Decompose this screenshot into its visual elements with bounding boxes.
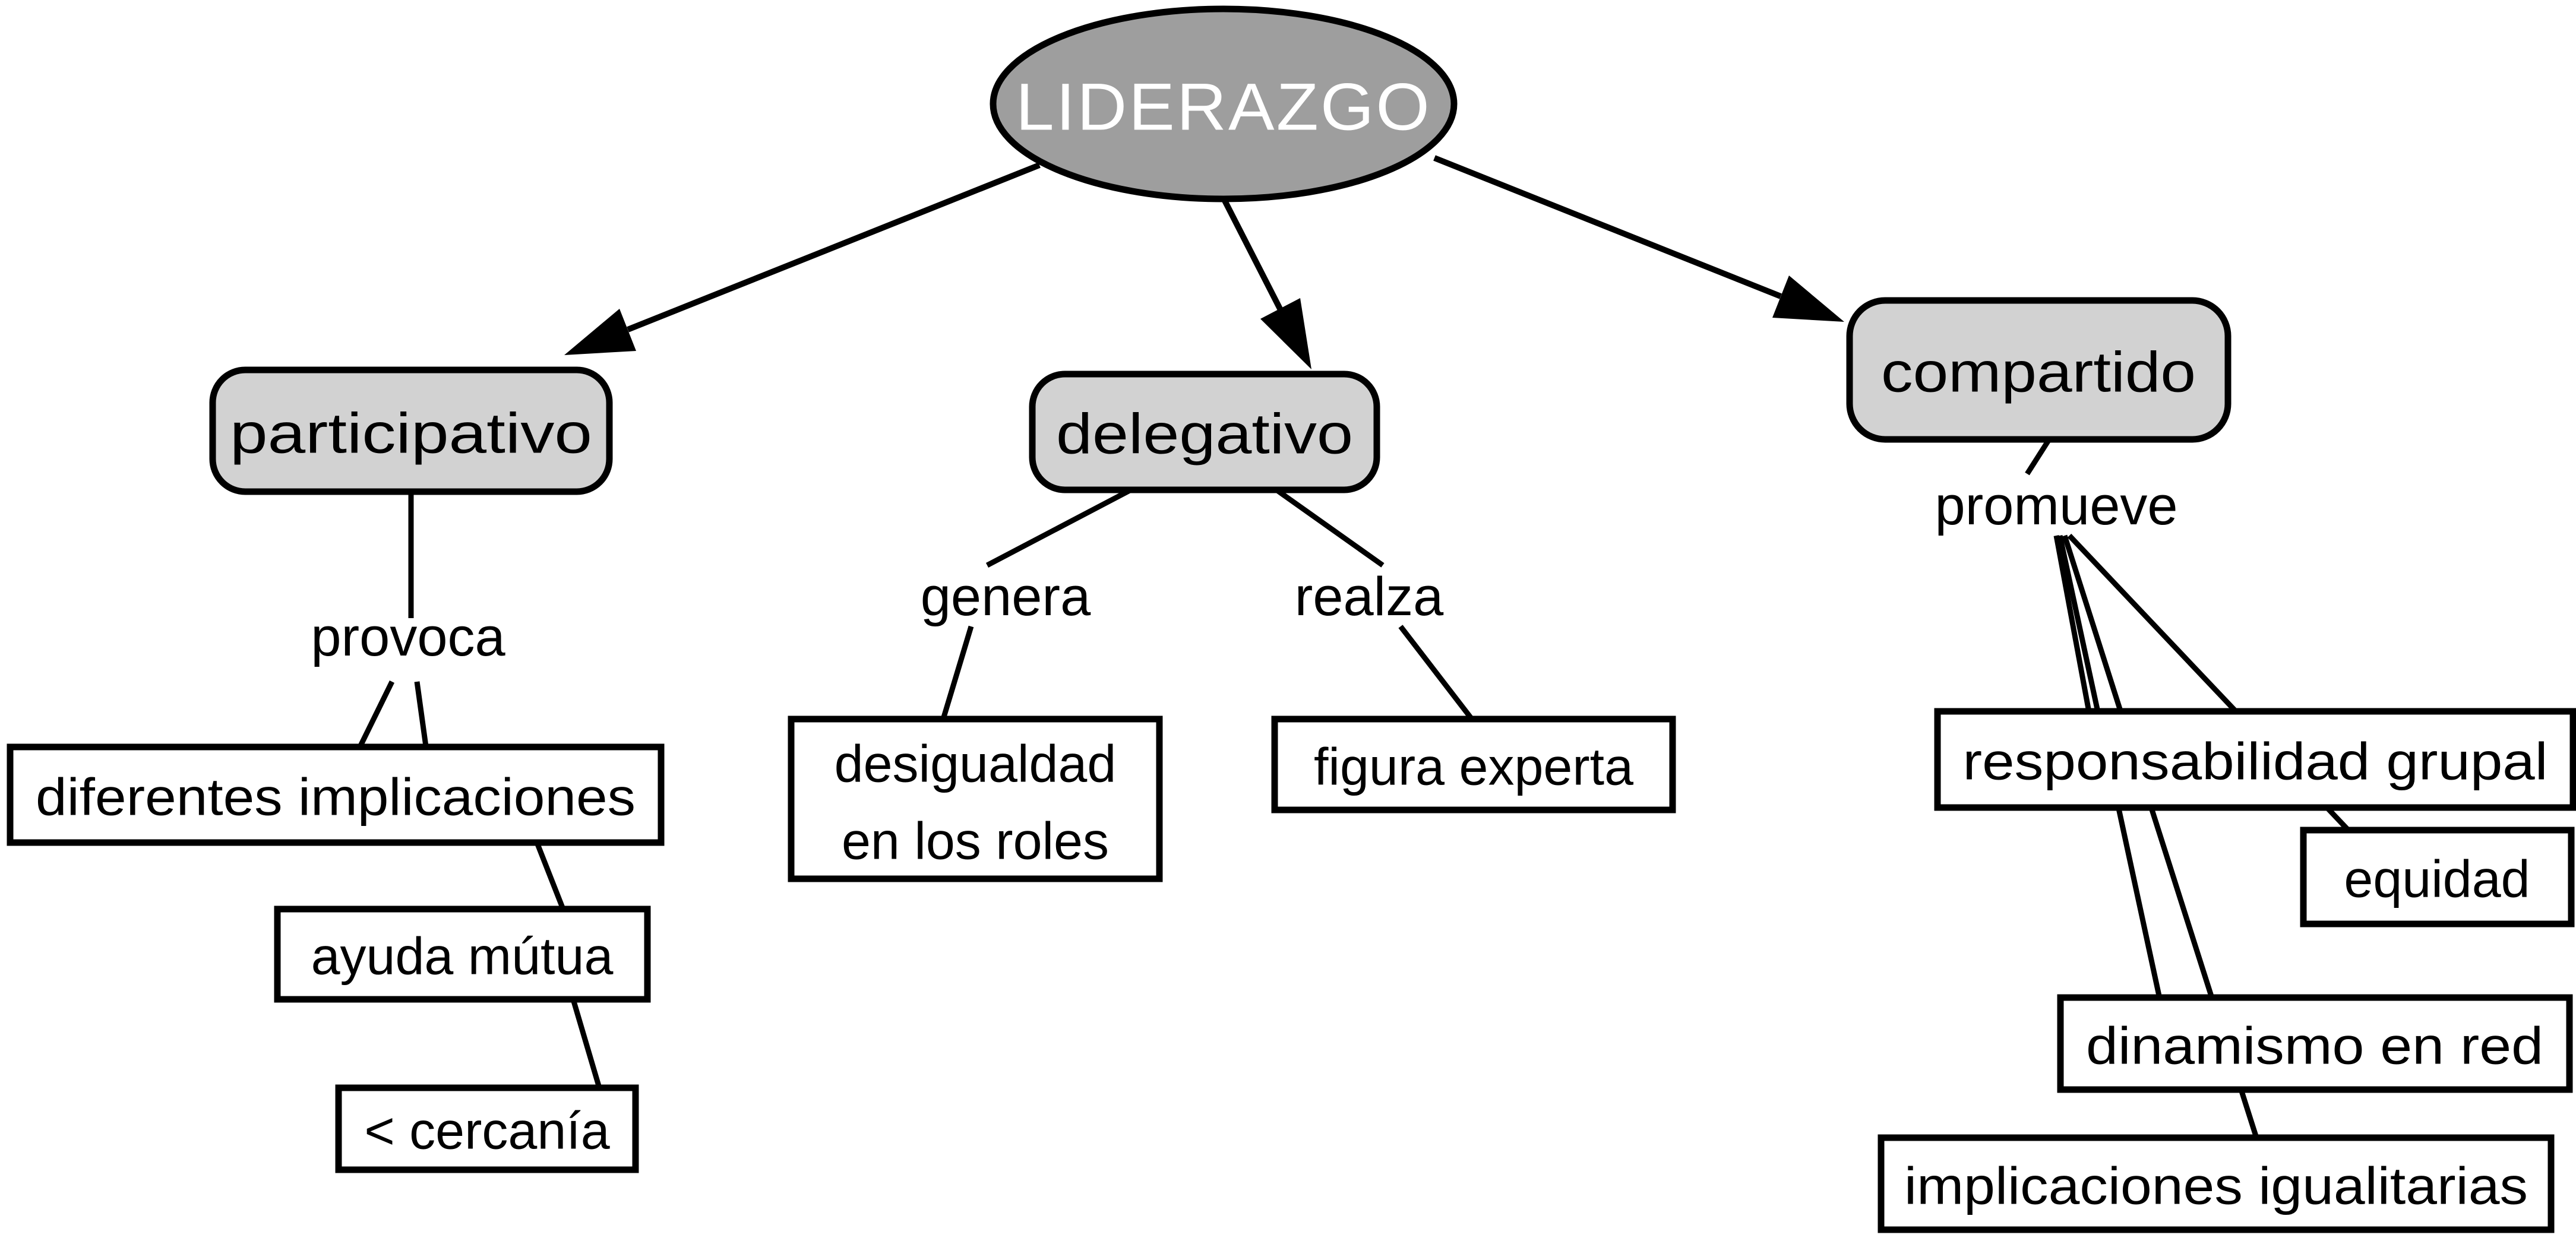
connector-genera-label: genera — [921, 566, 1091, 627]
node-implicaciones-igualitarias[interactable] — [1878, 1134, 2555, 1233]
arrow-liderazgo-participativo — [627, 162, 1041, 333]
node-figura-experta-label: figura experta — [1314, 737, 1633, 796]
node-desigualdad-roles[interactable] — [788, 716, 1163, 882]
arrow-liderazgo-delegativo — [1222, 199, 1283, 311]
arrowhead-participativo-icon — [564, 309, 636, 355]
node-delegativo[interactable] — [1029, 371, 1380, 493]
node-compartido[interactable] — [1846, 297, 2232, 443]
arrowhead-compartido-icon — [1772, 276, 1844, 322]
node-diferentes-implicaciones-label: diferentes implicaciones — [36, 768, 636, 827]
node-dinamismo-red-label: dinamismo en red — [2086, 1017, 2543, 1075]
node-cercania[interactable] — [335, 1084, 639, 1173]
node-compartido-label: compartido — [1881, 341, 2196, 404]
node-delegativo-label: delegativo — [1056, 403, 1353, 466]
edge-delegativo-realza — [1275, 487, 1385, 568]
node-desigualdad-roles-label-line2: en los roles — [842, 812, 1109, 870]
connector-promueve-label: promueve — [1935, 476, 2177, 536]
arrowhead-delegativo-icon — [1260, 298, 1311, 369]
edge-delegativo-genera — [985, 487, 1133, 568]
node-figura-experta[interactable] — [1271, 716, 1676, 813]
connector-realza-label: realza — [1295, 566, 1444, 627]
edge-promueve-responsabilidad — [2053, 535, 2094, 722]
node-equidad-label: equidad — [2344, 850, 2530, 908]
node-dinamismo-red[interactable] — [2057, 994, 2573, 1093]
node-responsabilidad-grupal[interactable] — [1934, 708, 2576, 811]
connector-provoca-label: provoca — [311, 607, 505, 667]
node-cercania-label: < cercanía — [364, 1101, 609, 1160]
node-responsabilidad-grupal-label: responsabilidad grupal — [1963, 732, 2548, 791]
node-desigualdad-roles-label-line1: desigualdad — [835, 735, 1117, 793]
node-participativo-label: participativo — [230, 402, 592, 466]
edge-provoca-diferentes-right — [414, 681, 429, 751]
edge-realza-figura — [1398, 625, 1474, 721]
node-participativo[interactable] — [209, 366, 613, 495]
node-ayuda-mutua[interactable] — [274, 906, 651, 1003]
edge-genera-desigualdad — [940, 625, 974, 720]
edge-ayuda-cercania — [570, 998, 602, 1089]
node-ayuda-mutua-label: ayuda mútua — [311, 927, 614, 986]
node-implicaciones-igualitarias-label: implicaciones igualitarias — [1904, 1157, 2528, 1215]
node-diferentes-implicaciones[interactable] — [7, 743, 665, 846]
node-liderazgo-label: LIDERAZGO — [1016, 70, 1431, 144]
arrow-liderazgo-compartido — [1433, 155, 1782, 299]
edge-diferentes-ayuda — [534, 841, 566, 910]
edge-compartido-promueve — [2025, 438, 2052, 476]
node-liderazgo[interactable] — [990, 5, 1458, 202]
node-equidad[interactable] — [2300, 827, 2575, 927]
edge-provoca-diferentes-left — [355, 680, 395, 752]
